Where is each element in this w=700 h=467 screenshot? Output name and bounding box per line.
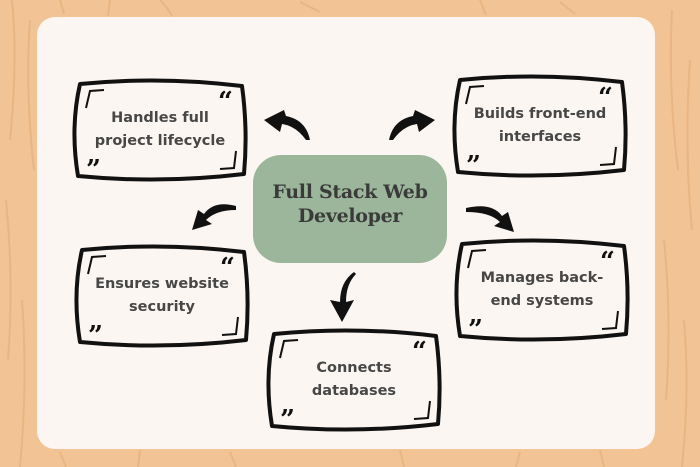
- curved-arrow-icon-lifecycle: [264, 110, 310, 140]
- close-quote-icon: ”: [280, 405, 295, 435]
- close-quote-icon: ”: [466, 151, 481, 181]
- node-frontend: “ ” Builds front-end interfaces: [450, 74, 630, 181]
- open-quote-icon: “: [600, 247, 615, 277]
- speech-frame: “ ”: [72, 78, 248, 185]
- open-quote-icon: “: [412, 337, 427, 367]
- center-node: Full Stack Web Developer: [253, 155, 447, 263]
- close-quote-icon: ”: [468, 315, 483, 345]
- node-databases: “ ” Connects databases: [264, 328, 444, 435]
- open-quote-icon: “: [218, 87, 233, 117]
- close-quote-icon: ”: [86, 155, 101, 185]
- node-label: Handles full project lifecycle: [94, 110, 226, 149]
- center-node-label: Full Stack Web Developer: [272, 181, 428, 227]
- curved-arrow-icon-databases: [330, 272, 356, 322]
- open-quote-icon: “: [220, 253, 235, 283]
- node-label: Builds front-end interfaces: [473, 106, 607, 145]
- speech-frame: “ ”: [74, 244, 250, 351]
- node-label: Ensures website security: [95, 276, 229, 315]
- node-backend: “ ” Manages back-end systems: [452, 238, 632, 345]
- close-quote-icon: ”: [88, 321, 103, 351]
- curved-arrow-icon-frontend: [389, 110, 435, 140]
- curved-arrow-icon-backend: [466, 206, 514, 232]
- node-lifecycle: “ ” Handles full project lifecycle: [70, 78, 250, 185]
- open-quote-icon: “: [598, 83, 613, 113]
- speech-frame: “ ”: [266, 328, 442, 435]
- curved-arrow-icon-security: [192, 204, 236, 230]
- speech-frame: “ ”: [452, 74, 628, 181]
- node-label: Connects databases: [311, 360, 397, 399]
- node-label: Manages back-end systems: [480, 270, 604, 309]
- speech-frame: “ ”: [454, 238, 630, 345]
- node-security: “ ” Ensures website security: [72, 244, 252, 351]
